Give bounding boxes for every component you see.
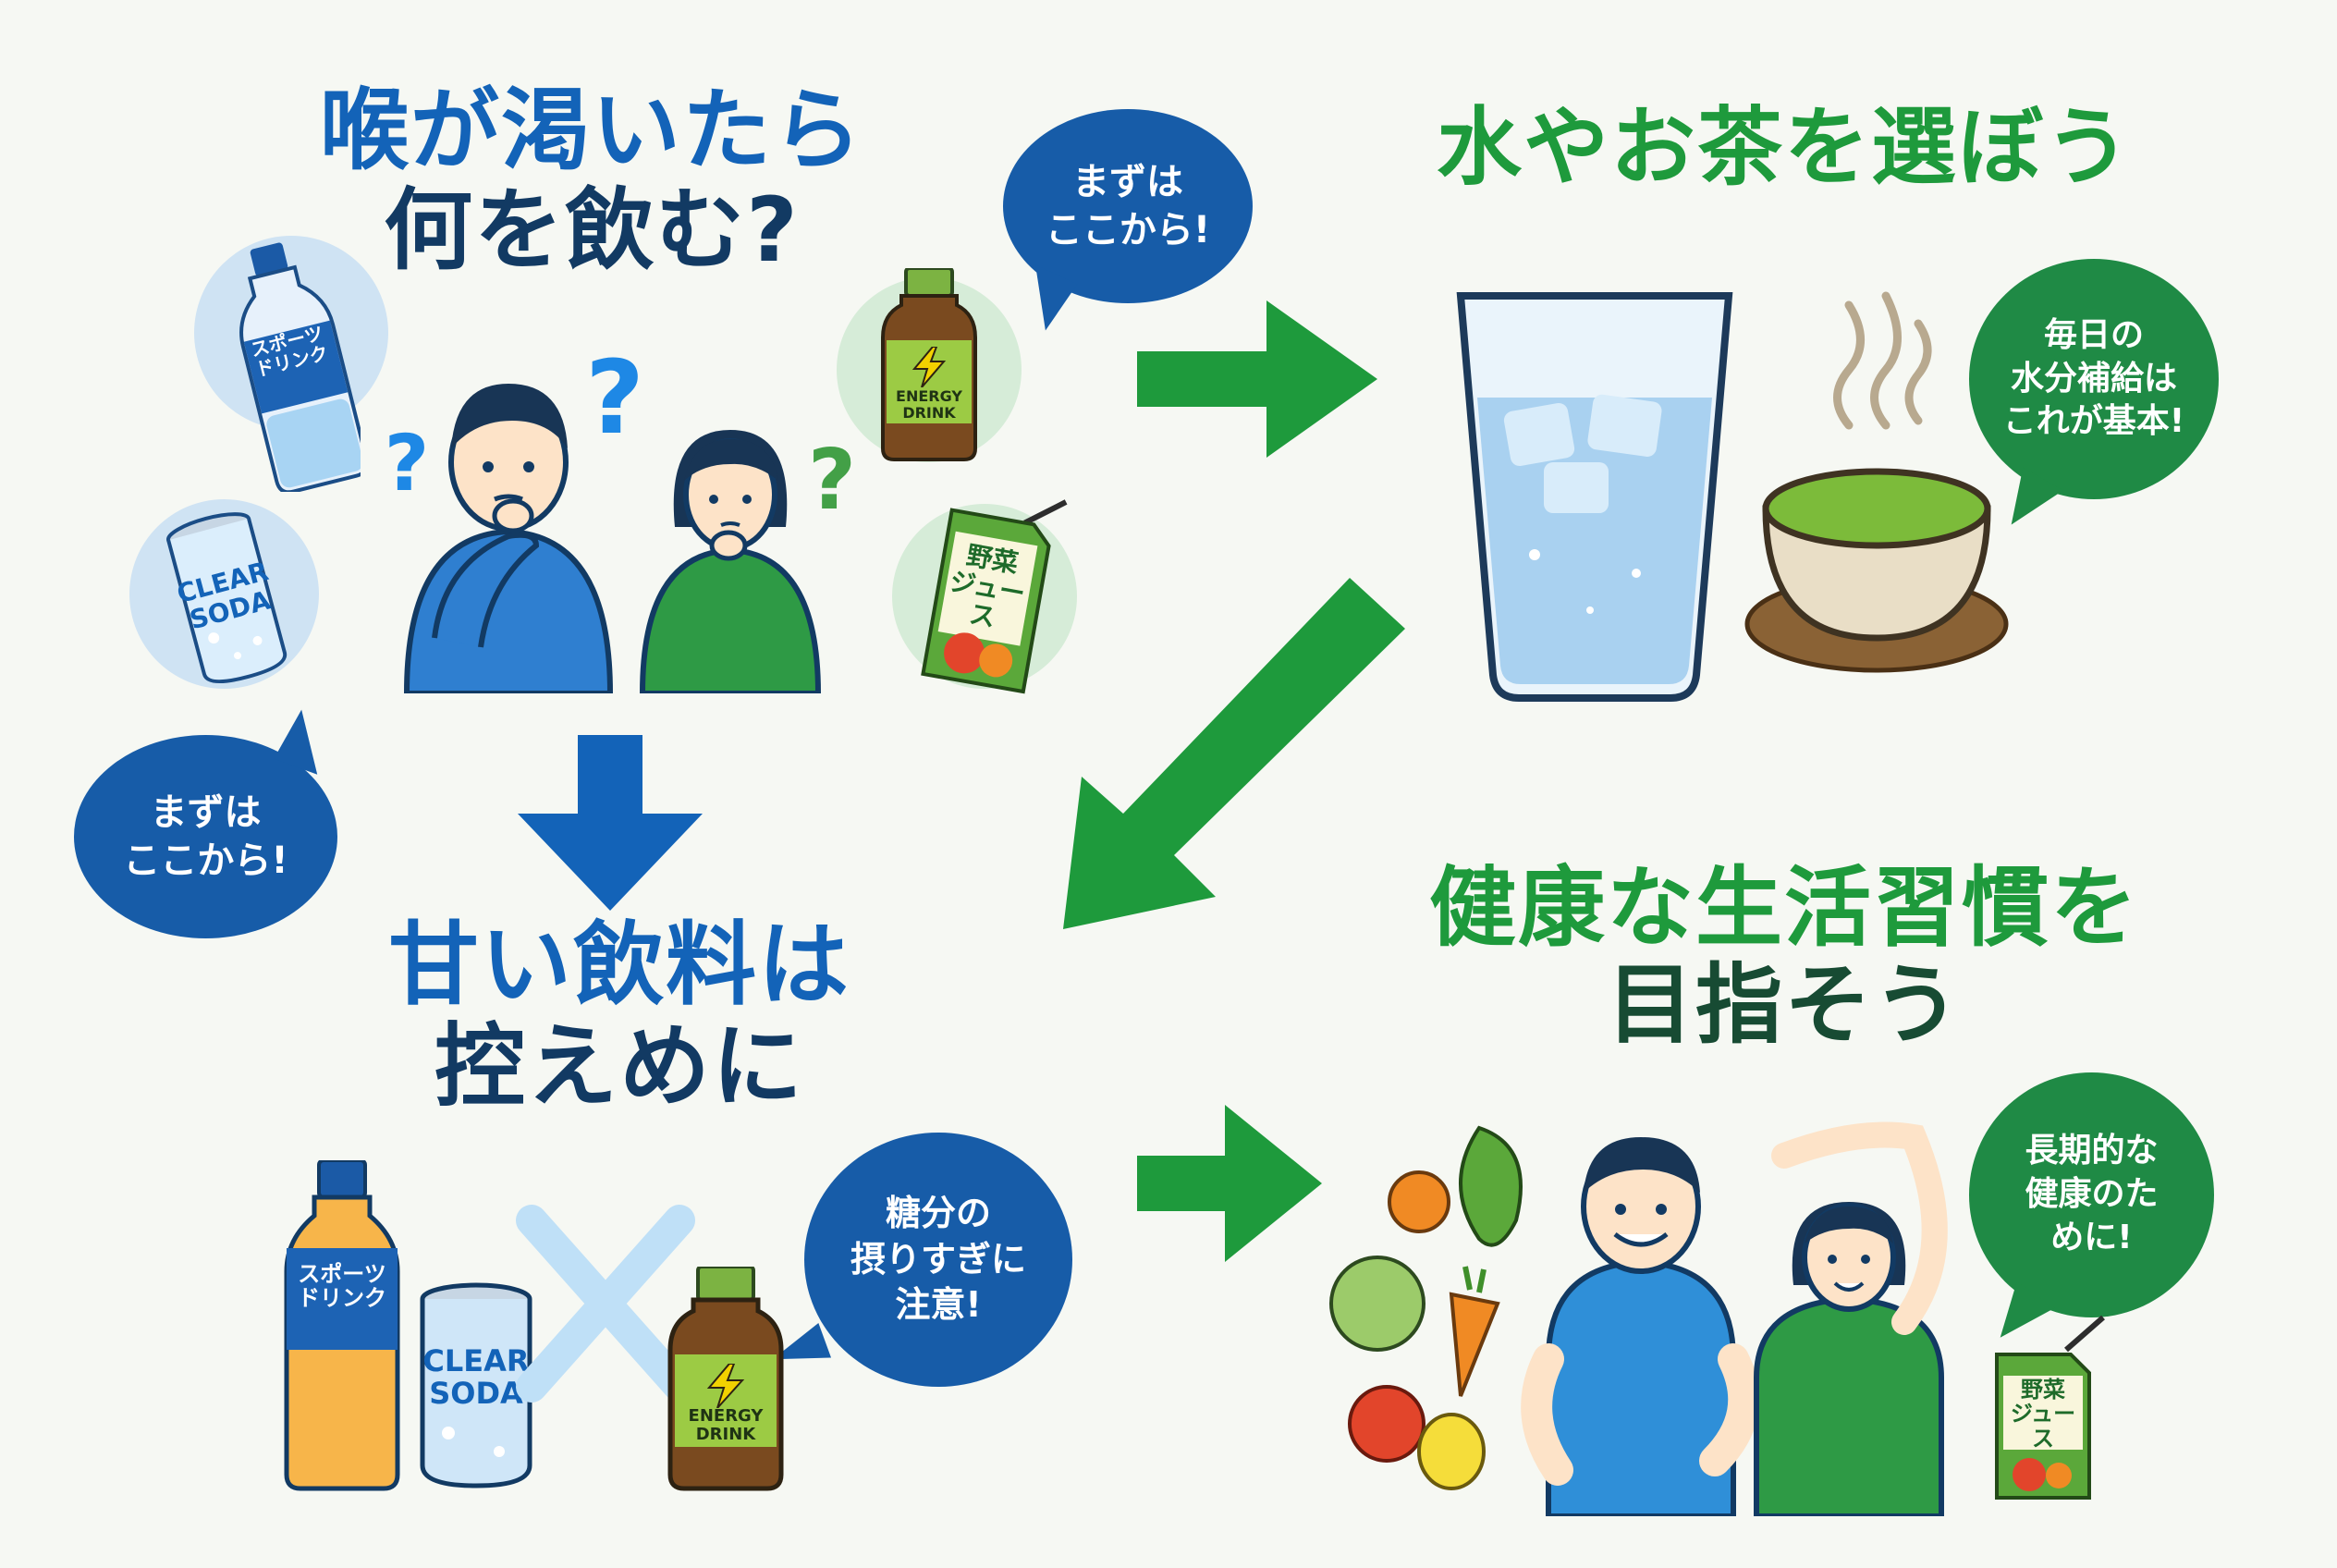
arrow-right-icon [1137, 1105, 1322, 1262]
energy-drink-label: ENERGY DRINK [896, 387, 962, 422]
bubble-tail [1011, 264, 1078, 335]
steam-icon [1833, 291, 1932, 430]
energy-drink-label-large: ENERGY DRINK [688, 1406, 764, 1444]
sports-drink-label-large: スポーツ ドリンク [298, 1261, 386, 1312]
soda-can [166, 512, 288, 684]
veg-juice-label: 野菜 ジュース [947, 539, 1028, 633]
bubble-sugar-warning-text: 糖分の 摂りすぎに 注意! [850, 1193, 1026, 1326]
bubble-water-daily-text: 毎日の 水分補給は これが基本! [2002, 315, 2185, 441]
confused-woman [639, 430, 822, 693]
question-mark-2: ? [585, 338, 644, 457]
soda-label-large: CLEAR SODA [422, 1343, 530, 1412]
water-glass [1456, 292, 1733, 702]
health-title: 健康な生活習慣を 目指そう [1340, 860, 2228, 1055]
bubble-start-top-text: まずは ここから! [1045, 161, 1211, 251]
bubble-start-left: まずは ここから! [74, 706, 337, 938]
active-woman [1754, 1121, 1948, 1516]
sweet-title-line1: 甘い飲料は [387, 913, 850, 1018]
question-title-line2: 何を飲む? [384, 178, 800, 282]
cross-mark-icon [516, 1205, 695, 1403]
health-title-line2: 目指そう [1606, 955, 1962, 1057]
water-title: 水やお茶を選ぼう [1377, 100, 2191, 195]
question-mark-1: ? [384, 418, 430, 508]
soda-can-large [420, 1282, 532, 1488]
sports-drink-bottle-large [284, 1160, 400, 1491]
bubble-tail [274, 706, 336, 775]
arrow-down-icon [518, 735, 703, 911]
lightning-icon [912, 347, 947, 387]
arrow-right-icon [1137, 300, 1377, 458]
veg-juice-label-small: 野菜 ジュース [2010, 1377, 2076, 1452]
tea-cup [1744, 468, 2009, 673]
question-title-line1: 喉が渇いたら [320, 79, 863, 182]
active-man [1521, 1137, 1760, 1516]
veg-juice-carton [921, 499, 1068, 694]
sports-drink-bottle [239, 242, 361, 492]
veg-juice-carton-small [1995, 1315, 2105, 1500]
sweet-title-line2: 控えめに [434, 1013, 804, 1120]
bubble-long-term: 長期的な 健康のた めに! [1969, 1072, 2214, 1354]
sweet-title: 甘い飲料は 控えめに [342, 913, 897, 1120]
bubble-start-left-text: まずは ここから! [123, 791, 288, 882]
health-title-line1: 健康な生活習慣を [1428, 858, 2139, 959]
arrow-down-left-icon [1063, 578, 1405, 929]
water-title-text: 水やお茶を選ぼう [1436, 98, 2132, 197]
bubble-long-term-text: 長期的な 健康のた めに! [2025, 1132, 2159, 1256]
bubble-sugar-warning: 糖分の 摂りすぎに 注意! [765, 1133, 1072, 1387]
confused-man [403, 384, 614, 693]
bubble-water-daily: 毎日の 水分補給は これが基本! [1969, 259, 2219, 539]
question-mark-3: ? [807, 432, 857, 529]
vegetables-group [1329, 1125, 1523, 1490]
lightning-icon [706, 1364, 745, 1408]
question-title: 喉が渇いたら 何を飲む? [268, 79, 915, 282]
bubble-start-top: まずは ここから! [1003, 109, 1253, 335]
